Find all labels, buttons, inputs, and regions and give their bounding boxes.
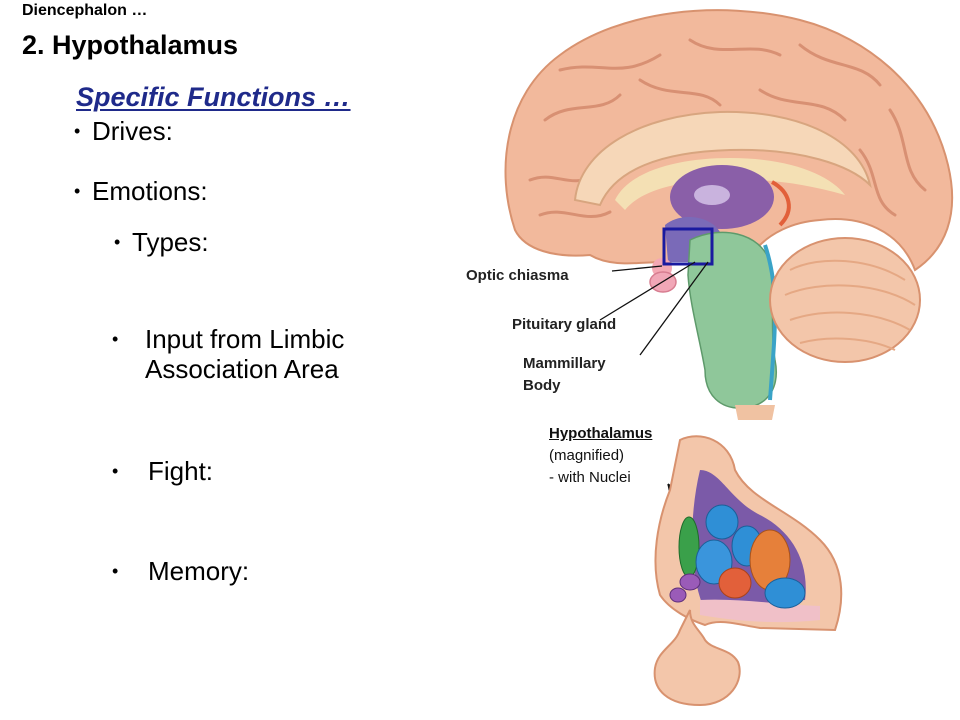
nucleus-blue-1 xyxy=(705,504,739,540)
label-mammillary-line2: Body xyxy=(523,377,561,394)
magnified-hypothalamus-illustration xyxy=(653,435,843,707)
corpus-callosum xyxy=(573,110,872,207)
label-hypothalamus: Hypothalamus xyxy=(549,425,653,442)
bullet-dot: • xyxy=(112,329,119,349)
bullet-dot: • xyxy=(112,561,119,581)
bullet-text-line1: Input from Limbic xyxy=(145,324,345,354)
bullet-limbic-input: • Input from Limbic Association Area xyxy=(112,324,344,384)
bullet-dot: • xyxy=(74,121,81,141)
nucleus-blue-4 xyxy=(764,577,806,609)
label-mammillary-line1: Mammillary xyxy=(523,355,606,372)
magnified-pituitary-stalk xyxy=(653,609,741,707)
bullet-memory: • Memory: xyxy=(112,556,249,587)
cortex-gyri xyxy=(528,38,927,218)
bullet-fight: • Fight: xyxy=(112,456,213,487)
bullet-dot: • xyxy=(114,232,121,252)
bullet-text: Types: xyxy=(132,227,209,257)
brain-sagittal-illustration xyxy=(504,9,954,420)
label-optic-chiasma: Optic chiasma xyxy=(466,267,569,284)
bullet-text: Emotions: xyxy=(92,176,208,206)
slide-supertitle: Diencephalon … xyxy=(22,2,148,19)
nucleus-purple-2 xyxy=(669,587,687,603)
bullet-text-line2: Association Area xyxy=(145,354,339,384)
label-mammillary-body: Mammillary Body xyxy=(523,353,606,397)
label-with-nuclei: - with Nuclei xyxy=(549,469,631,486)
cerebellum xyxy=(769,237,921,363)
cerebellum-folia xyxy=(784,259,916,351)
bullet-types: • Types: xyxy=(114,227,209,258)
slide-title: 2. Hypothalamus xyxy=(22,30,239,60)
bullet-drives: • Drives: xyxy=(74,116,173,147)
bullet-text: Memory: xyxy=(148,556,250,586)
bullet-dot: • xyxy=(112,461,119,481)
thalamus-highlight xyxy=(694,185,730,205)
bullet-text: Drives: xyxy=(92,116,173,146)
brainstem xyxy=(687,231,777,409)
bullet-emotions: • Emotions: xyxy=(74,176,208,207)
slide-subtitle: Specific Functions … xyxy=(76,82,351,112)
label-hypothalamus-magnified: Hypothalamus (magnified) - with Nuclei xyxy=(549,423,652,489)
lateral-ventricle xyxy=(615,158,845,210)
hypothalamus-highlight-box xyxy=(662,227,714,266)
nucleus-purple-1 xyxy=(679,573,701,591)
bullet-text: Fight: xyxy=(148,456,214,486)
nucleus-green xyxy=(678,516,700,578)
label-magnified: (magnified) xyxy=(549,447,625,464)
label-pituitary-gland: Pituitary gland xyxy=(512,316,617,333)
nucleus-orange-2 xyxy=(718,567,752,599)
orange-ventricle-edge xyxy=(770,180,791,227)
bullet-dot: • xyxy=(74,181,81,201)
spinal-cord xyxy=(735,405,775,420)
